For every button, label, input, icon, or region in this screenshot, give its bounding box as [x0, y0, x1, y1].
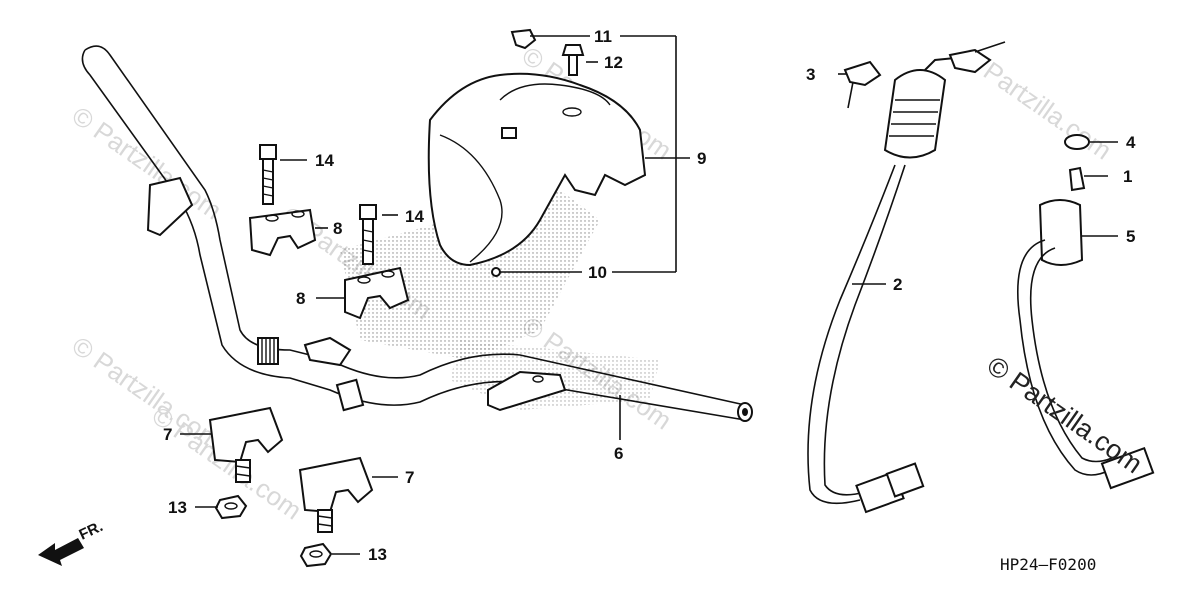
callout-13: 13	[368, 545, 387, 564]
callout-7: 7	[163, 425, 172, 444]
flange-nut	[299, 542, 333, 568]
ignition-switch	[807, 41, 1006, 514]
callout-2: 2	[893, 275, 902, 294]
callouts: 11 12 9 10 14 14 8 8 7 7 13 13 6 3 2 4 1…	[163, 27, 1136, 564]
diagram-code: HP24—F0200	[1000, 555, 1096, 574]
handlebar-lower-holder	[208, 406, 284, 483]
callout-3: 3	[806, 65, 815, 84]
clip	[510, 28, 537, 50]
handlebar-cover	[427, 72, 647, 277]
callout-8: 8	[296, 289, 305, 308]
callout-4: 4	[1126, 133, 1136, 152]
callout-5: 5	[1126, 227, 1135, 246]
flange-nut	[214, 494, 248, 520]
callout-9: 9	[697, 149, 706, 168]
bulb	[1068, 166, 1086, 192]
indicator-socket	[1017, 199, 1155, 490]
handlebar-holder-lower	[344, 266, 410, 320]
screw	[561, 44, 585, 76]
key	[843, 60, 882, 109]
handlebar	[81, 45, 753, 422]
watermark-main: © Partzilla.com	[982, 350, 1148, 479]
watermark-text: © Partzilla.com	[67, 100, 228, 225]
callout-14: 14	[315, 151, 334, 170]
callout-11: 11	[594, 27, 612, 46]
flange-bolt	[359, 204, 377, 265]
callout-8: 8	[333, 219, 342, 238]
callout-10: 10	[588, 263, 607, 282]
front-arrow-icon	[38, 538, 84, 566]
handlebar-holder-upper	[248, 208, 317, 257]
flange-bolt	[259, 144, 277, 205]
callout-1: 1	[1123, 167, 1132, 186]
callout-13: 13	[168, 498, 187, 517]
callout-12: 12	[604, 53, 623, 72]
callout-6: 6	[614, 444, 623, 463]
leader-lines	[180, 35, 1118, 555]
front-label: FR.	[77, 518, 106, 544]
handlebar-lower-holder	[298, 456, 374, 533]
indicator-cap	[1064, 134, 1090, 150]
callout-7: 7	[405, 468, 414, 487]
front-direction-indicator: FR.	[38, 518, 106, 566]
callout-14: 14	[405, 207, 424, 226]
